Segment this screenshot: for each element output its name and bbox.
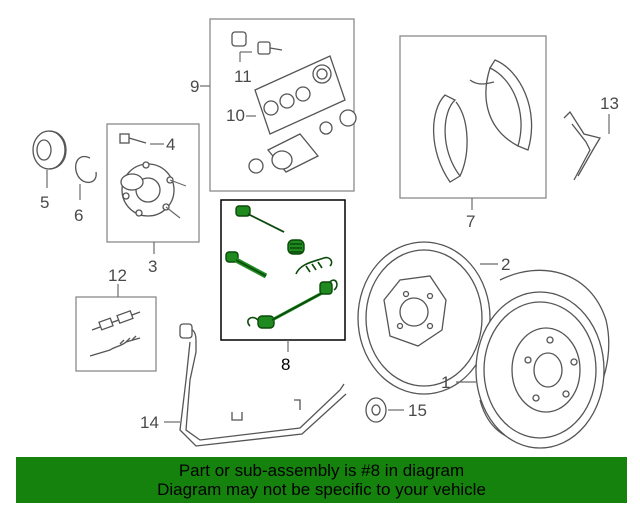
callout-12: 12 [108, 266, 127, 285]
part-5-bearing [32, 130, 67, 188]
part-12-box [75, 296, 157, 372]
callout-8: 8 [281, 355, 290, 374]
callout-3: 3 [148, 257, 157, 276]
part-8-box [220, 199, 346, 341]
callout-1: 1 [441, 373, 450, 392]
callout-4: 4 [166, 135, 175, 154]
part-9-wheel-cylinder [200, 31, 357, 174]
part-12-adjuster [89, 284, 141, 357]
parts-diagram: 5 6 4 3 [32, 18, 619, 449]
callout-13: 13 [600, 94, 619, 113]
part-7-brake-shoes [432, 59, 533, 210]
part-8-hardware-kit [225, 205, 338, 352]
banner-line-2: Diagram may not be specific to your vehi… [157, 480, 486, 499]
part-2-backing-plate [357, 241, 498, 395]
callout-6: 6 [74, 206, 83, 225]
part-13-brake-line [563, 110, 610, 181]
part-6-snap-ring [75, 155, 97, 200]
callout-2: 2 [501, 255, 510, 274]
callout-5: 5 [40, 193, 49, 212]
part-7-box [399, 35, 547, 199]
callout-15: 15 [408, 401, 427, 420]
part-3-box [106, 123, 200, 243]
callout-14: 14 [140, 413, 159, 432]
callout-10: 10 [226, 106, 245, 125]
banner-line-1: Part or sub-assembly is #8 in diagram [178, 461, 465, 480]
part-3-hub [119, 133, 187, 254]
part-1-brake-drum [456, 269, 610, 449]
part-14-cable [164, 323, 347, 447]
info-banner: Part or sub-assembly is #8 in diagram Di… [16, 457, 627, 503]
callout-7: 7 [466, 212, 475, 231]
part-15-nut [365, 397, 404, 423]
callout-11: 11 [234, 67, 252, 86]
part-9-box [209, 18, 355, 192]
callout-9: 9 [190, 77, 199, 96]
